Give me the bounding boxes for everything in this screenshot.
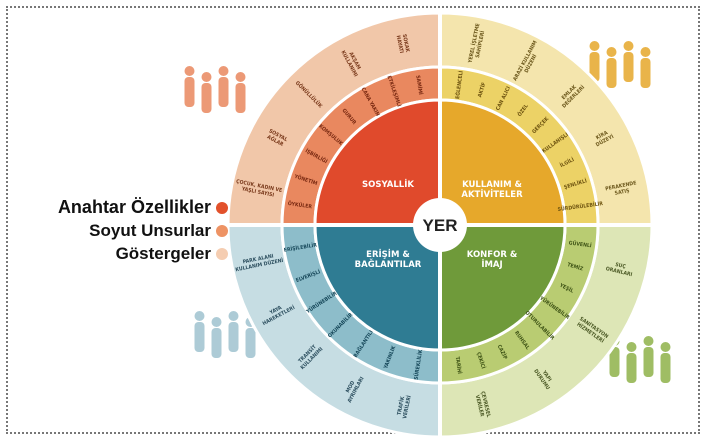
center-disc [413, 198, 467, 252]
people-silhouettes [609, 336, 671, 383]
intangible-label: TARİHİ [454, 356, 463, 374]
label-line: ÖYKÜLER [287, 199, 312, 209]
intangible-label: GÜVENLİ [568, 239, 592, 249]
intangible-label: AKTİF [476, 81, 487, 98]
silhouette-body [606, 58, 617, 88]
center-label: YER [423, 216, 458, 235]
silhouette-body [211, 328, 222, 358]
label-line: VERİLERİ [401, 394, 413, 419]
silhouette-head [228, 311, 239, 321]
label-line: SÜREKLİLİK [412, 349, 424, 381]
wheel-rings [226, 11, 654, 439]
silhouette-head [660, 342, 671, 352]
intangible-label: SÜREKLİLİK [412, 349, 424, 381]
intangible-label: TEMİZ [567, 261, 585, 273]
key-attribute-title-line: KULLANIM & [462, 180, 522, 190]
key-attribute-title: KULLANIM &AKTİVİTELER [461, 180, 523, 200]
people-silhouettes [184, 66, 246, 113]
diagram-frame [6, 6, 700, 434]
key-attribute-title-line: KONFOR & [467, 250, 518, 260]
key-attribute-title-line: BAĞLANTILAR [355, 258, 422, 270]
silhouette-body [235, 83, 246, 113]
silhouette-body [640, 58, 651, 88]
silhouette-body [643, 347, 654, 377]
silhouette-head [589, 41, 600, 51]
silhouette-body [609, 347, 620, 377]
silhouette-body [589, 52, 600, 82]
key-attribute-title-line: İMAJ [481, 259, 502, 270]
intangible-label: SAMİMİ [415, 75, 425, 96]
people-silhouettes [194, 311, 256, 358]
silhouette-head [623, 41, 634, 51]
silhouette-body [194, 322, 205, 352]
label-line: YAYA [268, 304, 283, 316]
silhouette-body [228, 322, 239, 352]
silhouette-head [218, 66, 229, 76]
label-line: MOD [345, 380, 356, 394]
key-attribute-title-line: SOSYALLİK [362, 179, 414, 190]
silhouette-head [626, 342, 637, 352]
legend-item-key-features: Anahtar Özellikler [18, 196, 228, 219]
key-attribute-title: KONFOR &İMAJ [467, 250, 518, 270]
silhouette-body [660, 353, 671, 383]
label-line: AKTİF [476, 81, 487, 98]
legend-item-measurements: Göstergeler [18, 242, 228, 265]
label-line: TEMİZ [567, 261, 585, 273]
label-line: ÇEKİCİ [476, 351, 488, 370]
ring-inner-key-attribute [438, 98, 567, 227]
silhouette-head [235, 72, 246, 82]
label-line: SOKAK [401, 34, 411, 53]
intangible-label: EĞLENCELİ [454, 70, 465, 99]
people-illustrations [184, 41, 671, 383]
label-line: SAMİMİ [415, 75, 425, 96]
silhouette-body [218, 77, 229, 107]
legend-label: Anahtar Özellikler [57, 197, 211, 217]
silhouette-head [640, 47, 651, 57]
key-attribute-title: SOSYALLİK [362, 179, 414, 190]
ring-inner-key-attribute [313, 98, 442, 227]
silhouette-head [184, 66, 195, 76]
legend-swatch [216, 247, 228, 260]
intangible-label: ÇEKİCİ [476, 351, 488, 370]
silhouette-body [623, 52, 634, 82]
label-line: TARİHİ [454, 356, 463, 374]
label-line: SUÇ [615, 262, 627, 270]
silhouette-head [201, 72, 212, 82]
silhouette-head [606, 47, 617, 57]
silhouette-body [245, 328, 256, 358]
silhouette-head [643, 336, 654, 346]
key-attribute-title-line: ERİŞİM & [366, 249, 410, 260]
ring-inner-key-attribute [313, 223, 442, 352]
key-attribute-title: ERİŞİM &BAĞLANTILAR [355, 249, 422, 270]
silhouette-body [184, 77, 195, 107]
legend-item-intangibles: Soyut Unsurlar [18, 219, 228, 242]
legend-label: Göstergeler [115, 244, 211, 263]
silhouette-body [201, 83, 212, 113]
label-line: GÜVENLİ [568, 239, 592, 249]
legend-label: Soyut Unsurlar [89, 221, 211, 240]
ring-inner-key-attribute [438, 223, 567, 352]
label-line: EĞLENCELİ [454, 70, 465, 99]
silhouette-body [626, 353, 637, 383]
measurement-label: SOKAKHAYATI [395, 34, 411, 55]
silhouette-head [211, 317, 222, 327]
measurement-label: TRAFİKVERİLERİ [395, 393, 413, 419]
label-line: HAYATI [395, 35, 404, 54]
label-line: SATIŞ [614, 187, 630, 196]
key-attribute-title-line: AKTİVİTELER [461, 189, 523, 200]
silhouette-head [194, 311, 205, 321]
legend: Anahtar Özellikler Soyut Unsurlar Göster… [18, 196, 228, 265]
intangible-label: ÖYKÜLER [287, 199, 312, 209]
legend-swatch [216, 224, 228, 237]
label-line: TRAFİK [395, 395, 406, 415]
center-circle: YER [413, 198, 467, 252]
people-silhouettes [589, 41, 651, 88]
legend-swatch [216, 201, 228, 214]
